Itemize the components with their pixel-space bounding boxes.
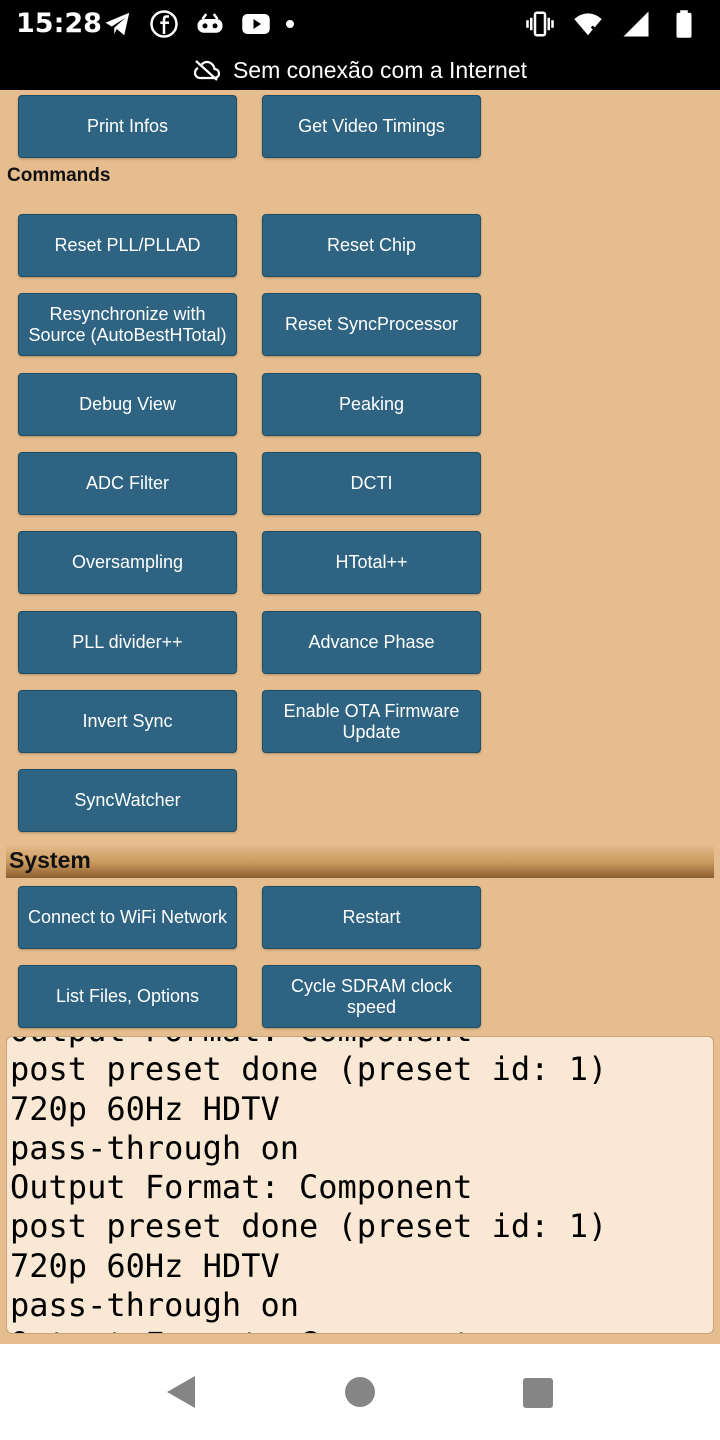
recents-icon[interactable] [523,1378,553,1408]
oversampling-button[interactable]: Oversampling [18,531,237,594]
print-infos-button[interactable]: Print Infos [18,95,237,158]
system-icons [524,8,700,40]
console-line: post preset done (preset id: 1) [10,1050,608,1089]
resynchronize-button[interactable]: Resynchronize with Source (AutoBestHTota… [18,293,237,356]
signal-icon [620,8,652,40]
dcti-button[interactable]: DCTI [262,452,481,515]
console-line: pass-through on [10,1286,299,1325]
facebook-icon [148,8,180,40]
notification-icons [102,8,294,40]
commands-section-label: Commands [7,165,111,186]
navigation-bar [0,1344,720,1440]
back-icon[interactable] [165,1374,197,1410]
system-section-label: System [9,847,91,873]
status-bar: 15:28 Sem conexã [0,0,720,90]
offline-text: Sem conexão com a Internet [232,56,528,83]
restart-button[interactable]: Restart [262,886,481,949]
console-line: Output Format: Component [10,1037,607,1050]
list-files-button[interactable]: List Files, Options [18,965,237,1028]
notification-dot-icon [286,20,294,28]
get-video-timings-button[interactable]: Get Video Timings [262,95,481,158]
cycle-sdram-button[interactable]: Cycle SDRAM clock speed [262,965,481,1028]
syncwatcher-button[interactable]: SyncWatcher [18,769,237,832]
console-line: 720p 60Hz HDTV [10,1246,280,1285]
status-time: 15:28 [16,8,102,39]
console-line: pass-through on [10,1128,299,1167]
vibrate-icon [524,8,556,40]
console-line: post preset done (preset id: 1) [10,1207,608,1246]
invert-sync-button[interactable]: Invert Sync [18,690,237,753]
console-line: Output Format: Component [10,1168,473,1207]
pll-divider-increase-button[interactable]: PLL divider++ [18,611,237,674]
enable-ota-button[interactable]: Enable OTA Firmware Update [262,690,481,753]
htotal-increase-button[interactable]: HTotal++ [262,531,481,594]
youtube-icon [240,8,272,40]
telegram-icon [102,8,134,40]
game-controller-icon [194,8,226,40]
reset-chip-button[interactable]: Reset Chip [262,214,481,277]
reset-pll-button[interactable]: Reset PLL/PLLAD [18,214,237,277]
battery-icon [668,8,700,40]
debug-view-button[interactable]: Debug View [18,373,237,436]
console-line: 720p 60Hz HDTV [10,1089,280,1128]
system-section-header: System [6,844,714,878]
console-line: Output Format: Component [10,1325,607,1333]
advance-phase-button[interactable]: Advance Phase [262,611,481,674]
cloud-off-icon [193,60,221,81]
reset-syncprocessor-button[interactable]: Reset SyncProcessor [262,293,481,356]
wifi-icon [572,8,604,40]
peaking-button[interactable]: Peaking [262,373,481,436]
adc-filter-button[interactable]: ADC Filter [18,452,237,515]
home-icon[interactable] [345,1377,375,1407]
offline-banner: Sem conexão com a Internet [0,52,720,88]
connect-wifi-button[interactable]: Connect to WiFi Network [18,886,237,949]
